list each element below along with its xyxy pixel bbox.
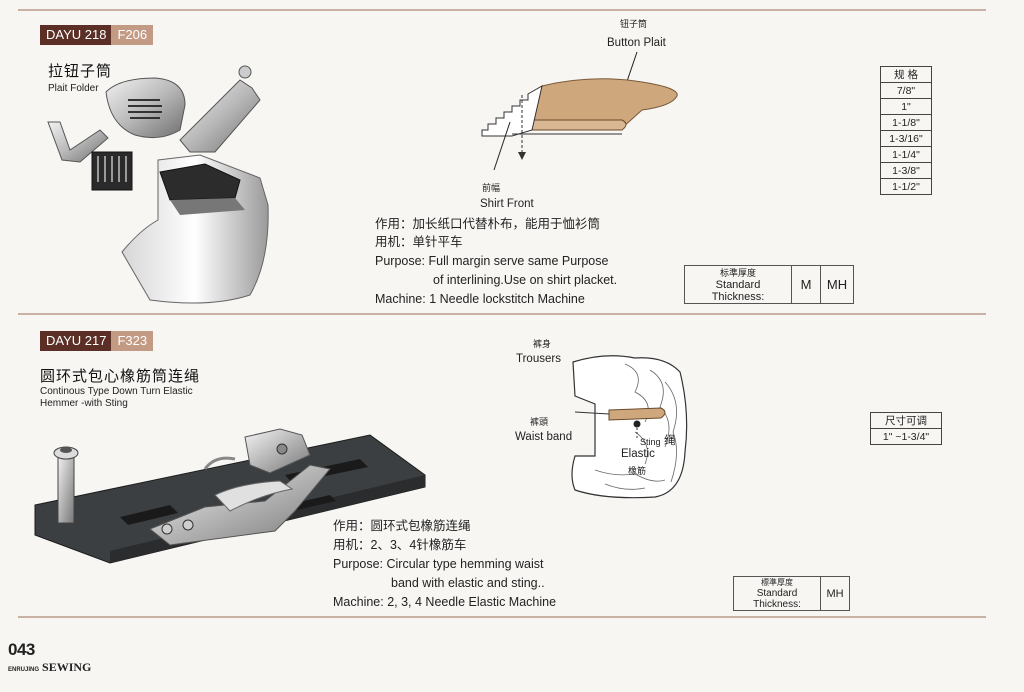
waistband-diagram [571, 355, 688, 499]
button-plait-label-en: Button Plait [607, 37, 666, 49]
machine-cn: 用机：2、3、4针橡筋车 [333, 538, 467, 552]
thickness-label-cn: 标準厚度 [719, 268, 756, 278]
purpose-line-2: band with elastic and sting.. [391, 576, 545, 590]
elastic-label-cn: 橡筋 [628, 466, 647, 476]
model-code: DAYU 218 [40, 25, 112, 45]
thickness-label-cn: 標準厚度 [761, 578, 793, 587]
elastic-label-en: Elastic [621, 448, 655, 460]
size-cell: 1-3/8" [880, 162, 932, 179]
plait-folder-photo [47, 65, 269, 304]
size-cell: 1-1/4" [880, 146, 932, 163]
thickness-label-en: Standard Thickness: [711, 279, 765, 303]
thickness-option-mh: MH [820, 576, 850, 611]
purpose-line-1: Purpose: Circular type hemming waist [333, 557, 544, 571]
bottom-rule [18, 616, 986, 618]
model-badge: DAYU 217 F323 [40, 331, 154, 351]
machine-en: Machine: 2, 3, 4 Needle Elastic Machine [333, 595, 557, 609]
size-cell: 1-1/2" [880, 178, 932, 195]
size-header: 尺寸可调 [870, 412, 942, 429]
mid-rule [18, 313, 986, 315]
size-cell: 1" [880, 98, 932, 115]
sting-label-en: Sting [640, 437, 661, 447]
usage-cn: 作用：加长纸口代替朴布，能用于恤衫筒 [375, 217, 601, 231]
model-code: DAYU 217 [40, 331, 112, 351]
brand-big: SEWING [42, 660, 92, 674]
brand-small: ENRUJING [8, 667, 40, 673]
product-title-cn: 圆环式包心橡筋筒连绳 [40, 368, 201, 385]
machine-cn: 用机：单针平车 [375, 235, 463, 249]
shirt-front-label-cn: 前幅 [482, 183, 501, 193]
shirt-placket-diagram [481, 51, 678, 170]
size-range: 1" ~1-3/4" [870, 428, 942, 445]
trousers-label-cn: 裤身 [533, 339, 552, 349]
waistband-label-cn: 裤頭 [530, 417, 549, 427]
elastic-hemmer-photo [34, 428, 426, 564]
button-plait-label-cn: 钮子筒 [620, 19, 648, 29]
page-number: 043 [8, 640, 35, 659]
sting-label-cn: 绳 [664, 435, 676, 447]
thickness-table: 標準厚度 Standard Thickness: MH [733, 576, 850, 611]
thickness-option-m: M [791, 265, 821, 304]
thickness-option-mh: MH [820, 265, 854, 304]
thickness-label-en: Standard Thickness: [753, 588, 801, 610]
model-number: F323 [111, 331, 154, 351]
size-cell: 7/8" [880, 82, 932, 99]
size-cell: 1-3/16" [880, 130, 932, 147]
trousers-label-en: Trousers [516, 353, 561, 365]
product-title-en-line-1: Continous Type Down Turn Elastic [40, 386, 193, 397]
product-title-en-line-2: Hemmer -with Sting [40, 398, 128, 409]
thickness-table: 标準厚度 Standard Thickness: M MH [684, 265, 854, 304]
model-badge: DAYU 218 F206 [40, 25, 154, 45]
spec-header: 规 格 [880, 66, 932, 83]
footer-brand: ENRUJING SEWING [8, 660, 91, 675]
model-number: F206 [111, 25, 154, 45]
top-rule [18, 9, 986, 11]
waistband-label-en: Waist band [515, 431, 573, 443]
size-spec-table: 规 格 7/8" 1" 1-1/8" 1-3/16" 1-1/4" 1-3/8"… [880, 66, 932, 195]
machine-en: Machine: 1 Needle lockstitch Machine [375, 292, 585, 306]
thickness-label: 標準厚度 Standard Thickness: [733, 576, 821, 611]
thickness-label: 标準厚度 Standard Thickness: [684, 265, 792, 304]
purpose-line-1: Purpose: Full margin serve same Purpose [375, 254, 609, 268]
product-title-cn: 拉钮子筒 [48, 63, 113, 80]
purpose-line-2: of interlining.Use on shirt placket. [433, 273, 618, 287]
product-title-en: Plait Folder [48, 83, 99, 94]
shirt-front-label-en: Shirt Front [480, 198, 534, 210]
size-range-table: 尺寸可调 1" ~1-3/4" [870, 412, 942, 445]
size-cell: 1-1/8" [880, 114, 932, 131]
usage-cn: 作用：圆环式包橡筋连绳 [333, 519, 471, 533]
